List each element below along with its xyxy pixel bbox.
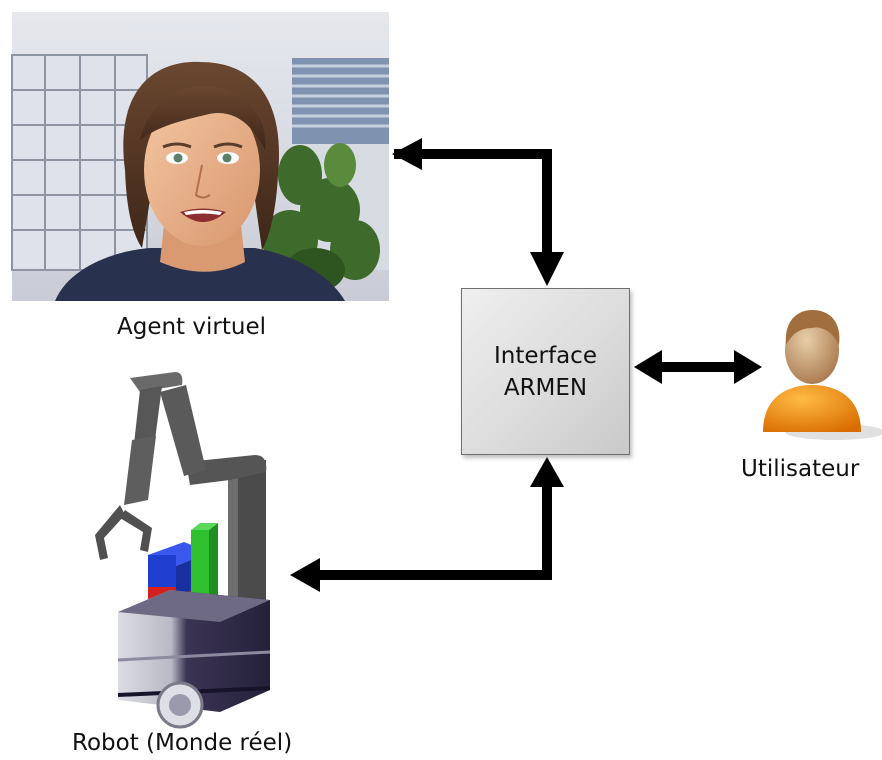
robot-gripper [95, 505, 152, 560]
user-head [785, 316, 839, 384]
user-body [763, 385, 861, 432]
armen-interface-box: Interface ARMEN [461, 288, 630, 455]
interface-title-line1: Interface [494, 342, 597, 369]
robot-arm [186, 455, 267, 485]
agent-shirt [55, 248, 345, 301]
virtual-agent-image [11, 12, 389, 301]
arrow-interface-user [634, 350, 762, 384]
interface-title-line2: ARMEN [503, 374, 588, 401]
robot-image [95, 372, 271, 729]
agent-label: Agent virtuel [117, 314, 266, 340]
robot-base [118, 590, 270, 712]
user-icon [763, 310, 882, 440]
arrow-robot-interface [290, 457, 564, 592]
user-label: Utilisateur [741, 456, 860, 482]
robot-label: Robot (Monde réel) [72, 730, 293, 756]
agent-eyes [162, 142, 243, 164]
arrow-agent-interface [392, 138, 564, 286]
